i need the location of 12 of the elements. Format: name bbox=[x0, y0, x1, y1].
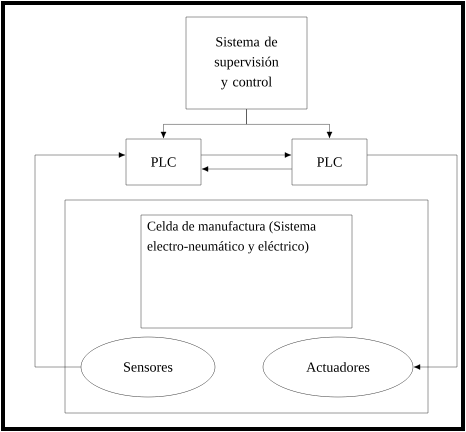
arrow bbox=[202, 166, 292, 172]
arrow bbox=[246, 109, 332, 138]
ellipse-node: Actuadores bbox=[262, 336, 414, 398]
process-box: Sistema de supervisión y control bbox=[186, 16, 308, 110]
process-box: Celda de manufactura (Sistema electro-neumático y eléctrico) bbox=[140, 214, 352, 328]
container-box bbox=[64, 200, 428, 414]
process-box: PLC bbox=[292, 138, 368, 186]
arrow bbox=[367, 154, 458, 370]
process-box: PLC bbox=[126, 138, 202, 186]
arrow bbox=[201, 152, 292, 158]
arrow bbox=[34, 152, 126, 368]
ellipse-node: Sensores bbox=[80, 336, 216, 398]
